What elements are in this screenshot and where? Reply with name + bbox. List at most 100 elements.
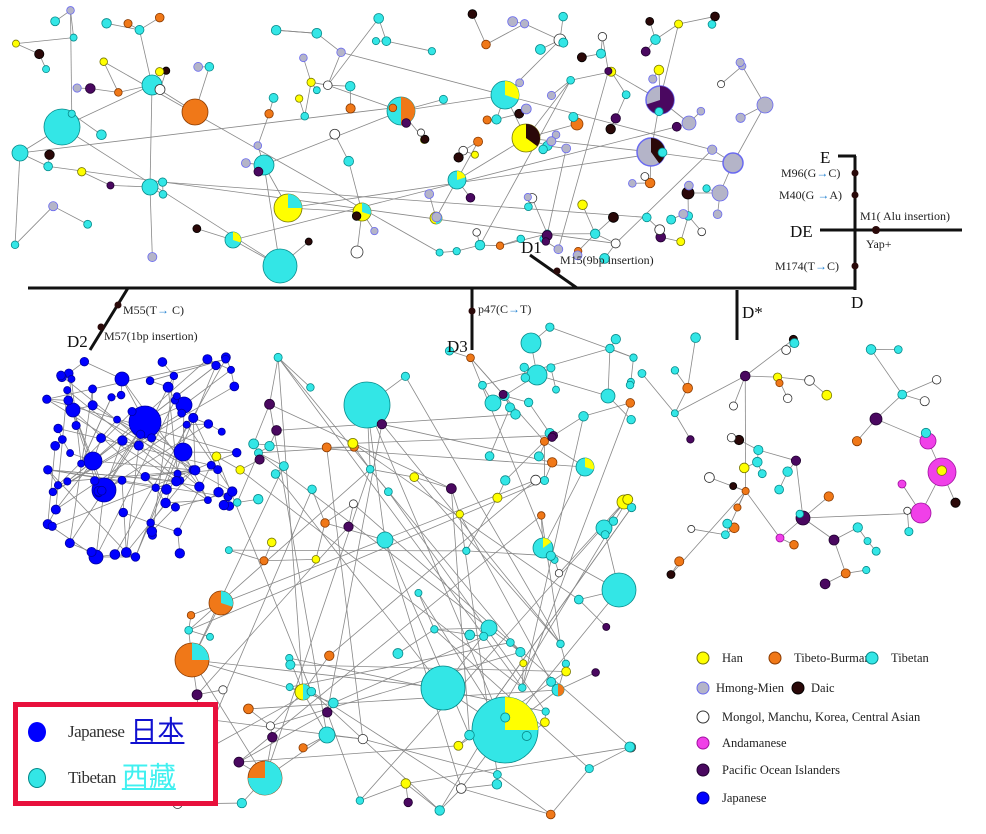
network-edge	[352, 443, 580, 600]
network-edge	[745, 375, 778, 378]
haplotype-node	[66, 449, 75, 458]
network-edge	[439, 499, 629, 811]
haplotype-node	[381, 36, 392, 46]
haplotype-node	[273, 352, 283, 362]
network-edge	[125, 445, 140, 553]
tree-branch-d2	[88, 287, 130, 351]
network-edge	[434, 627, 490, 630]
network-edge	[228, 549, 467, 552]
network-edge	[370, 468, 415, 478]
haplotype-node	[11, 144, 29, 162]
haplotype-node	[704, 472, 715, 483]
haplotype-node	[71, 420, 81, 431]
network-edge	[359, 783, 406, 802]
network-edge	[248, 689, 559, 710]
haplotype-node	[431, 211, 442, 223]
haplotype-node	[654, 107, 664, 117]
haplotype-node	[495, 241, 505, 250]
node-pie-slice	[457, 171, 466, 180]
haplotype-node	[455, 509, 464, 519]
haplotype-node	[154, 84, 166, 95]
callout-link-japanese[interactable]: 日本	[130, 716, 185, 747]
haplotype-node	[392, 648, 404, 659]
haplotype-node	[533, 451, 544, 462]
haplotype-node	[243, 703, 254, 715]
haplotype-node	[232, 448, 242, 458]
japanese-dot-icon	[28, 722, 46, 742]
haplotype-node	[492, 492, 503, 503]
haplotype-node	[479, 631, 489, 641]
haplotype-node	[416, 128, 425, 137]
marker-m57	[97, 323, 105, 331]
haplotype-node	[782, 466, 793, 477]
haplotype-node	[456, 783, 467, 794]
haplotype-node	[53, 481, 63, 490]
haplotype-node	[478, 380, 487, 390]
haplotype-node	[211, 451, 222, 462]
haplotype-node	[401, 118, 411, 128]
node-pie-slice	[558, 684, 564, 696]
network-edge	[311, 489, 326, 524]
network-edge	[151, 506, 176, 532]
haplotype-node	[684, 180, 694, 191]
haplotype-node	[558, 11, 568, 22]
network-edge	[258, 452, 490, 629]
haplotype-node	[147, 252, 158, 262]
network-edge	[326, 447, 364, 740]
haplotype-node	[789, 338, 800, 349]
haplotype-node	[629, 353, 638, 362]
network-edge	[758, 449, 797, 462]
network-edge	[333, 636, 484, 704]
haplotype-node	[161, 484, 172, 495]
haplotype-node	[590, 228, 601, 239]
haplotype-node	[384, 487, 393, 497]
legend-swatch-icon	[696, 710, 710, 724]
haplotype-node	[343, 521, 354, 532]
haplotype-node	[204, 62, 215, 72]
haplotype-node	[114, 371, 130, 387]
haplotype-node	[697, 227, 707, 237]
haplotype-node	[707, 144, 718, 155]
haplotype-node	[77, 167, 87, 177]
network-edge	[531, 198, 548, 235]
network-edge	[149, 186, 153, 258]
haplotype-node	[101, 18, 112, 29]
label-e: E	[820, 148, 830, 167]
network-edge	[196, 526, 349, 695]
haplotype-node	[446, 483, 457, 494]
network-edge	[732, 104, 766, 164]
haplotype-node	[77, 459, 86, 468]
marker-m15	[553, 267, 561, 275]
haplotype-node	[135, 429, 146, 440]
haplotype-node	[50, 440, 61, 451]
node-pie-slice	[543, 538, 552, 548]
haplotype-node	[628, 179, 637, 188]
haplotype-node	[177, 408, 187, 418]
network-edge	[165, 499, 208, 504]
haplotype-node	[722, 152, 744, 174]
haplotype-node	[520, 373, 531, 383]
haplotype-node	[625, 380, 635, 390]
haplotype-node	[298, 743, 308, 753]
haplotype-node	[420, 665, 466, 711]
haplotype-node	[271, 425, 282, 436]
haplotype-node	[523, 193, 532, 202]
network-edge	[470, 357, 504, 395]
legend-item: Han	[696, 651, 744, 665]
network-edge	[47, 445, 56, 525]
haplotype-node	[931, 375, 942, 385]
haplotype-node	[86, 546, 97, 557]
haplotype-node	[162, 381, 174, 393]
network-edge	[95, 400, 176, 558]
node-pie-slice	[505, 697, 538, 730]
haplotype-node	[473, 136, 484, 147]
haplotype-node	[188, 412, 199, 423]
haplotype-node	[452, 247, 461, 256]
network-edge	[550, 768, 590, 815]
callout-link-tibetan[interactable]: 西藏	[121, 762, 176, 793]
haplotype-node	[840, 568, 851, 579]
haplotype-node	[540, 717, 550, 728]
haplotype-node	[573, 594, 584, 605]
network-edge	[802, 512, 922, 519]
haplotype-node	[538, 144, 548, 155]
